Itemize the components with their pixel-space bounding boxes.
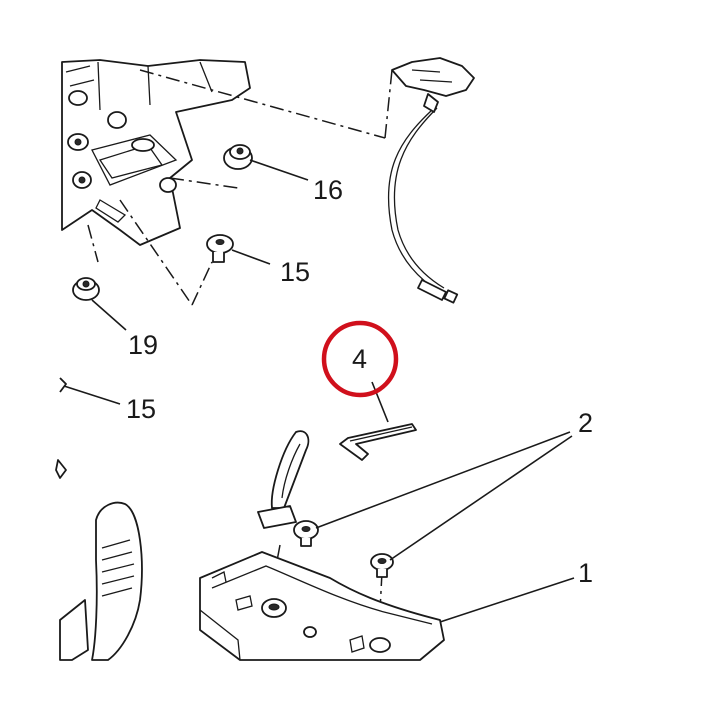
lever-strap	[257, 430, 310, 529]
callout-15-left: 15	[126, 394, 156, 424]
callout-15-top: 15	[280, 257, 310, 287]
callout-4: 4	[352, 344, 367, 374]
base-plate-1	[199, 551, 445, 661]
callout-1: 1	[578, 558, 593, 588]
upper-bracket-assembly	[61, 59, 251, 246]
grommet-16	[223, 144, 253, 170]
cable-assembly	[387, 57, 475, 304]
callout-19: 19	[128, 330, 158, 360]
screw-2-b	[370, 553, 394, 578]
callout-16: 16	[313, 175, 343, 205]
allen-key-4	[339, 423, 417, 461]
grommet-19	[72, 277, 100, 301]
screw-2-a	[293, 520, 319, 547]
leader-lines	[63, 159, 575, 623]
left-edge-parts	[55, 377, 143, 661]
callout-2: 2	[578, 408, 593, 438]
bolt-15	[206, 234, 234, 263]
highlight-circle	[321, 320, 399, 398]
